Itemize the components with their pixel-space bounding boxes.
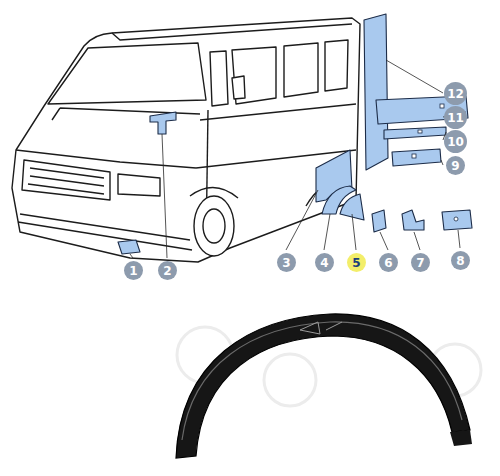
wheel-arch-part xyxy=(176,314,472,458)
callout-number: 11 xyxy=(444,106,467,129)
callout-label: 1 xyxy=(129,265,137,277)
callout-number: 9 xyxy=(446,156,465,175)
callout-label: 6 xyxy=(384,257,392,269)
callout-label: 11 xyxy=(447,112,464,124)
callout-label: 8 xyxy=(456,255,464,267)
callout-label: 3 xyxy=(282,257,290,269)
callout-label: 10 xyxy=(447,136,464,148)
callout-label: 9 xyxy=(451,160,459,172)
callout-number: 1 xyxy=(124,261,143,280)
callout-label: 5 xyxy=(352,257,360,269)
callout-number: 2 xyxy=(158,261,177,280)
callout-number: 10 xyxy=(444,130,467,153)
callout-number: 3 xyxy=(277,253,296,272)
callout-number: 5 xyxy=(347,253,366,272)
callout-number: 7 xyxy=(411,253,430,272)
callout-number: 12 xyxy=(444,82,467,105)
callout-number: 6 xyxy=(379,253,398,272)
callout-label: 12 xyxy=(447,88,464,100)
callout-label: 4 xyxy=(320,257,328,269)
callout-number: 8 xyxy=(451,251,470,270)
callout-label: 2 xyxy=(163,265,171,277)
callout-number: 4 xyxy=(315,253,334,272)
callout-label: 7 xyxy=(416,257,424,269)
